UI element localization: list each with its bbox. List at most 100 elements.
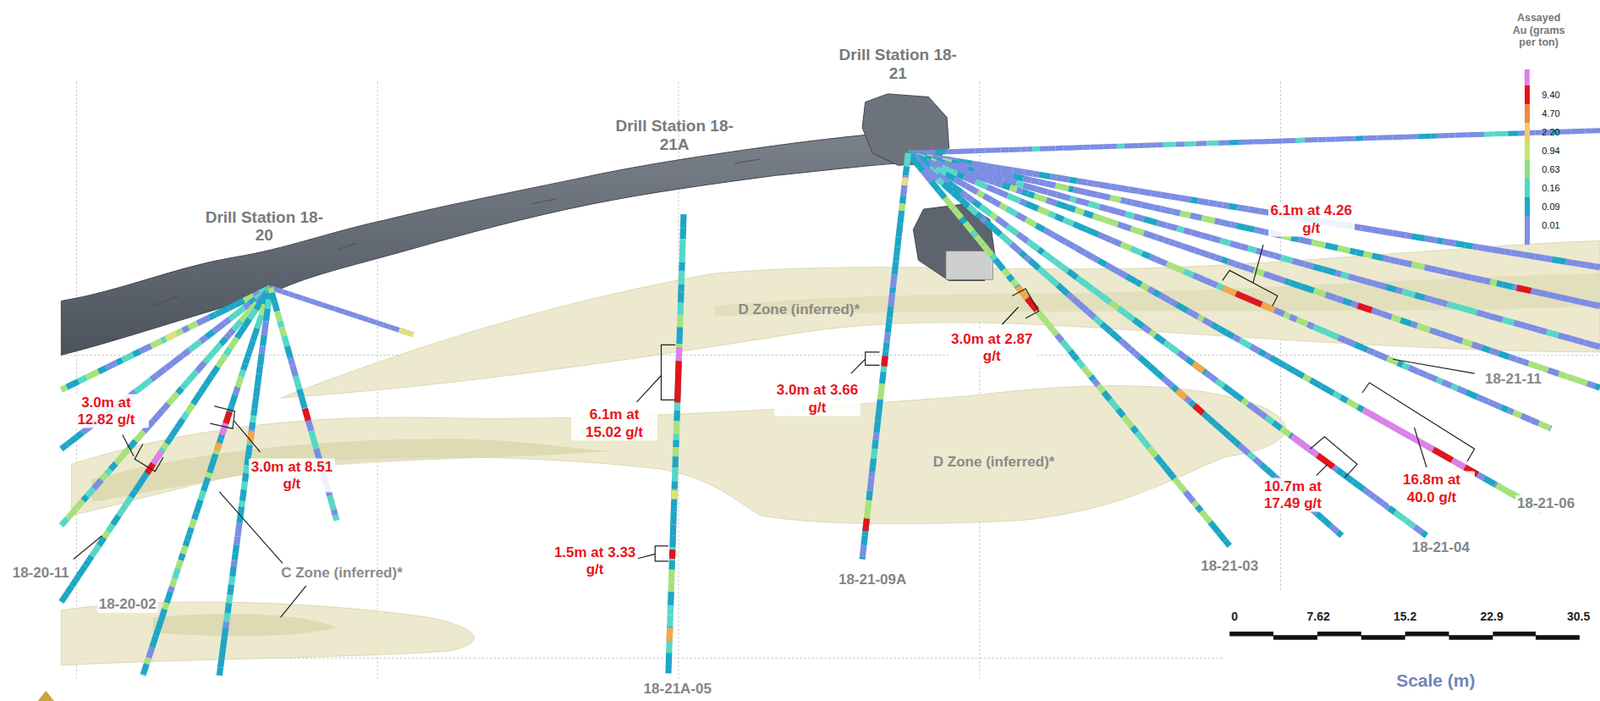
assay-interval	[108, 524, 114, 532]
scale-title: Scale (m)	[1396, 670, 1475, 691]
assay-interval	[1534, 129, 1541, 135]
legend-value: 0.94	[1541, 145, 1560, 156]
assay-interval	[1149, 331, 1155, 336]
assay-interval	[1507, 409, 1514, 413]
assay-interval	[672, 439, 680, 448]
assay-interval	[236, 536, 238, 545]
assay-interval	[1138, 191, 1152, 193]
assay-interval	[1256, 250, 1270, 254]
assay-interval	[1531, 419, 1540, 424]
assay-interval	[1054, 260, 1062, 266]
assay-interval	[1505, 251, 1513, 253]
assay-interval	[1259, 351, 1265, 355]
assay-interval	[1154, 335, 1165, 342]
assay-interval	[256, 386, 259, 398]
assay-interval	[1440, 333, 1454, 338]
assay-interval	[1584, 128, 1592, 134]
assay-interval	[1517, 287, 1531, 292]
assay-interval	[1126, 201, 1132, 203]
assay-interval	[1099, 206, 1109, 209]
assay-interval	[872, 432, 880, 440]
assay-interval	[900, 188, 908, 196]
assay-interval	[177, 388, 182, 394]
drill-hole	[907, 153, 1600, 307]
assay-interval	[1316, 512, 1323, 518]
assay-interval	[1170, 301, 1177, 305]
assay-interval	[676, 335, 683, 345]
assay-interval	[1001, 168, 1014, 171]
assay-interval	[1110, 197, 1121, 201]
assay-interval	[979, 240, 984, 245]
assay-interval	[1067, 270, 1078, 278]
assay-interval	[274, 302, 277, 312]
assay-interval	[1094, 379, 1099, 385]
assay-interval	[1484, 478, 1496, 484]
interval-bracket	[1222, 269, 1278, 306]
assay-interval	[1083, 367, 1088, 372]
c-zone-shade	[92, 438, 613, 502]
assay-interval	[238, 500, 246, 507]
assay-interval	[879, 389, 881, 400]
drill-station-label: Drill Station 18-21A	[615, 116, 734, 154]
assay-interval	[678, 270, 686, 285]
assay-interval	[945, 148, 957, 154]
assay-interval	[244, 303, 250, 308]
assay-interval	[677, 284, 685, 292]
assay-interval	[1538, 329, 1547, 332]
assay-interval	[1048, 324, 1053, 330]
assay-interval	[1502, 319, 1514, 324]
assay-interval	[162, 403, 169, 411]
assay-interval	[1451, 385, 1458, 389]
assay-interval	[1133, 216, 1144, 220]
assay-interval	[1039, 145, 1049, 151]
assay-callout: 3.0m at 12.82 g/t	[62, 393, 149, 429]
assay-interval	[991, 254, 996, 259]
drill-hole	[907, 153, 1600, 347]
tunnel-crack	[153, 159, 761, 307]
assay-interval	[1157, 222, 1167, 226]
assay-interval	[243, 481, 245, 490]
assay-interval	[1388, 507, 1395, 512]
assay-interval	[1169, 241, 1176, 243]
assay-interval	[1411, 236, 1425, 239]
assay-interval	[1351, 302, 1359, 306]
assay-interval	[211, 366, 218, 376]
assay-interval	[677, 291, 685, 303]
assay-interval	[667, 604, 675, 616]
assay-interval	[1048, 145, 1056, 151]
assay-interval	[258, 365, 260, 374]
assay-interval	[67, 437, 77, 445]
assay-interval	[1067, 293, 1073, 298]
assay-interval	[876, 420, 879, 433]
assay-interval	[865, 518, 868, 531]
assay-interval	[1357, 278, 1367, 281]
assay-interval	[1098, 384, 1104, 392]
assay-interval	[1055, 215, 1064, 220]
assay-interval	[670, 499, 678, 512]
assay-interval	[972, 231, 976, 237]
assay-interval	[904, 177, 906, 187]
assay-callout: 3.0m at 2.87 g/t	[948, 330, 1035, 366]
assay-interval	[217, 354, 226, 367]
assay-interval	[892, 255, 900, 261]
assay-interval	[1017, 233, 1029, 242]
assay-interval	[1369, 309, 1382, 314]
assay-interval	[1007, 225, 1018, 234]
assay-interval	[146, 657, 149, 664]
assay-interval	[254, 397, 257, 410]
assay-interval	[271, 292, 275, 303]
assay-interval	[1143, 219, 1158, 223]
assay-interval	[1211, 376, 1217, 381]
assay-interval	[1431, 133, 1437, 139]
assay-interval	[1289, 282, 1302, 287]
assay-interval	[1418, 371, 1427, 375]
assay-interval	[1496, 283, 1503, 286]
assay-interval	[237, 522, 240, 536]
assay-interval	[887, 323, 889, 333]
assay-interval	[1465, 244, 1474, 246]
assay-interval	[1131, 248, 1143, 254]
assay-interval	[1002, 185, 1011, 188]
assay-interval	[1131, 202, 1141, 205]
assay-interval	[984, 195, 992, 200]
tunnel	[60, 93, 995, 356]
